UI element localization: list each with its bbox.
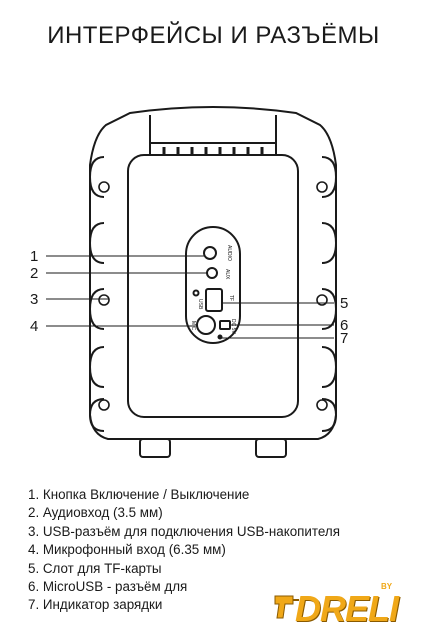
callout-1: 1 (30, 248, 38, 265)
right-bumpers (321, 156, 338, 432)
brand-logo: DRELI BY (273, 582, 413, 632)
panel-label-dc: DC 5V (230, 319, 236, 334)
legend-item: 2. Аудиовход (3.5 мм) (28, 505, 163, 521)
speaker-rear-diagram: AUDIO AUX TF USB MIC DC 5V 1 2 3 4 5 6 7 (30, 106, 348, 458)
panel-label-audio: AUDIO (226, 245, 232, 261)
connector-panel (185, 226, 241, 344)
logo-text: DRELI (295, 588, 399, 629)
charge-indicator (217, 334, 223, 340)
aux-port (206, 267, 218, 279)
callout-5: 5 (340, 295, 348, 312)
panel-label-tf: TF (228, 295, 234, 301)
foot-right (255, 438, 287, 458)
left-bumpers (88, 156, 105, 432)
page-title: ИНТЕРФЕЙСЫ И РАЗЪЁМЫ (47, 22, 380, 49)
usb-port (205, 288, 223, 312)
callout-7: 7 (340, 330, 348, 347)
legend-item: 6. MicroUSB - разъём для (28, 579, 188, 595)
legend-list: 1. Кнопка Включение / Выключение 2. Ауди… (28, 486, 340, 615)
callout-3: 3 (30, 291, 38, 308)
top-vent-marks (162, 147, 264, 155)
tf-slot-dot (192, 289, 200, 297)
handle-outline (149, 115, 277, 155)
microusb-port (219, 320, 231, 330)
callout-6: 6 (340, 317, 348, 334)
legend-item: 7. Индикатор зарядки (28, 597, 163, 613)
legend-item: 5. Слот для TF-карты (28, 560, 162, 576)
mic-port (196, 315, 216, 335)
callout-4: 4 (30, 318, 38, 335)
legend-item: 3. USB-разъём для подключения USB-накопи… (28, 523, 340, 539)
panel-label-usb: USB (197, 299, 203, 310)
legend-item: 1. Кнопка Включение / Выключение (28, 487, 250, 502)
foot-left (139, 438, 171, 458)
logo-by: BY (381, 582, 393, 591)
screws (98, 181, 328, 411)
legend-item: 4. Микрофонный вход (6.35 мм) (28, 542, 226, 558)
power-button-port (203, 246, 217, 260)
rear-panel-outline (127, 154, 299, 418)
drill-icon (274, 595, 299, 619)
callout-2: 2 (30, 265, 38, 282)
panel-label-aux: AUX (224, 269, 230, 280)
